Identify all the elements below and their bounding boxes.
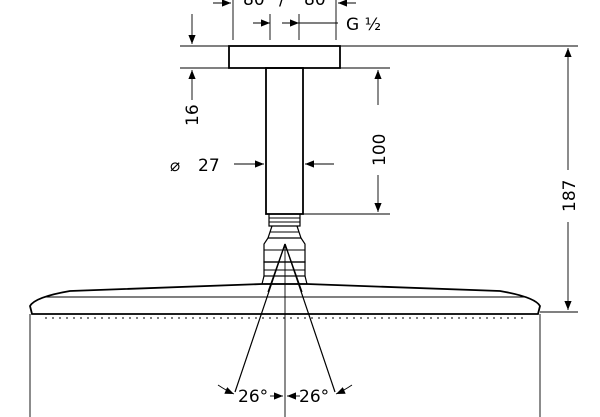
- offset-dimension: 16: [180, 14, 229, 126]
- top-left-dim-text: 80: [243, 0, 265, 10]
- diameter-dimension: ⌀ 27: [170, 156, 334, 176]
- angle-right-text: 26°: [299, 387, 329, 407]
- ceiling-flange: [228, 45, 578, 69]
- top-separator-text: /: [279, 0, 285, 10]
- angle-left-text: 26°: [238, 387, 268, 407]
- thread-text: G ½: [346, 15, 381, 35]
- diameter-value: 27: [198, 156, 220, 176]
- diameter-symbol: ⌀: [170, 156, 180, 176]
- spray-angle-dimension: 26° 26°: [217, 243, 353, 417]
- thread-dimension: G ½: [253, 14, 381, 40]
- total-height-dimension: 187: [560, 48, 580, 310]
- arm-length-dimension: 100: [370, 70, 390, 212]
- ball-joint: [261, 214, 308, 285]
- offset-text: 16: [183, 104, 203, 126]
- arm-length-text: 100: [370, 134, 390, 166]
- shower-arm: [265, 67, 390, 215]
- top-right-dim-text: 80: [304, 0, 326, 10]
- top-width-dimension: 80 / 80: [213, 0, 356, 40]
- total-height-text: 187: [560, 180, 580, 212]
